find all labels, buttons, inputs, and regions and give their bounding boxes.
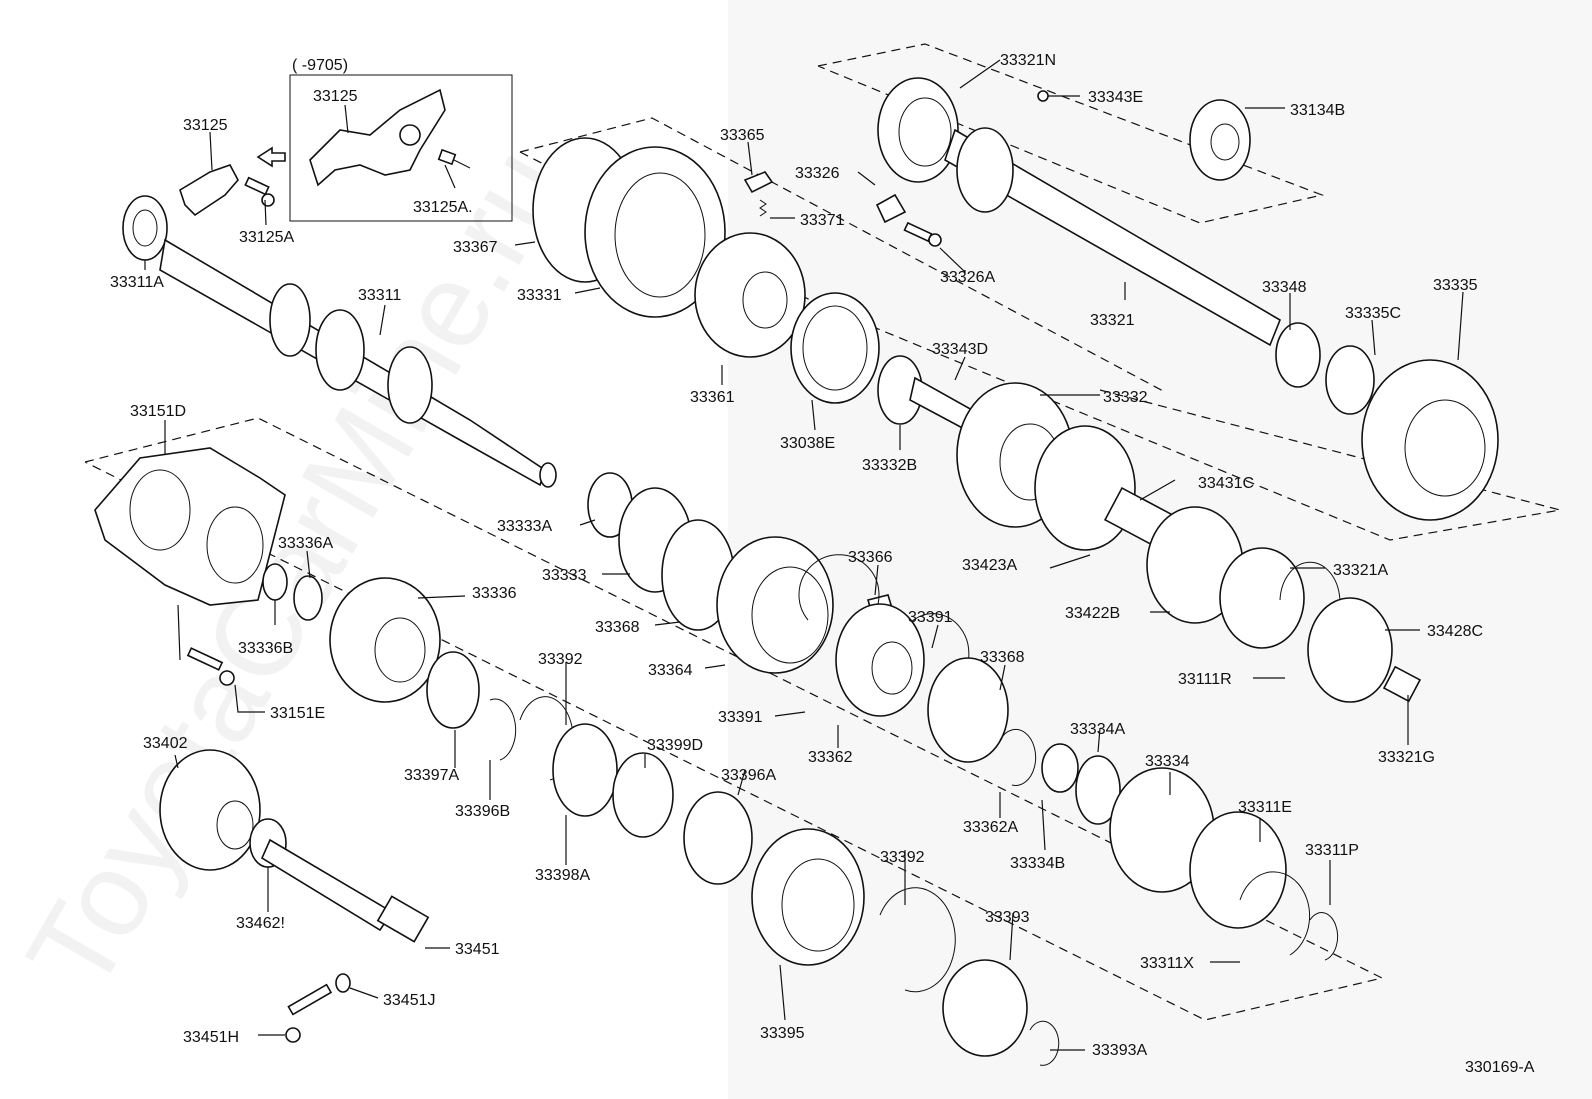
- callout-33423a: 33423A: [962, 557, 1017, 574]
- callout-33333: 33333: [542, 567, 587, 584]
- callout-33451: 33451: [455, 941, 500, 958]
- callout-33326: 33326: [795, 165, 840, 182]
- callout-33321a: 33321A: [1333, 562, 1388, 579]
- callout-33321g: 33321G: [1378, 749, 1435, 766]
- callout-33334b: 33334B: [1010, 855, 1065, 872]
- callout-33111r: 33111R: [1178, 671, 1232, 688]
- callout-33366: 33366: [848, 549, 893, 566]
- callout-33431c: 33431C: [1198, 475, 1254, 492]
- arrow-icon: [256, 146, 286, 168]
- callout-33393: 33393: [985, 909, 1030, 926]
- callout-33333a: 33333A: [497, 518, 552, 535]
- callout-33343e: 33343E: [1088, 89, 1143, 106]
- callout-33336: 33336: [472, 585, 517, 602]
- callout-33451h: 33451H: [183, 1029, 239, 1046]
- callout-33335: 33335: [1433, 277, 1478, 294]
- callout-33362: 33362: [808, 749, 853, 766]
- callout-33331: 33331: [517, 287, 562, 304]
- callout-33311: 33311: [358, 287, 401, 304]
- callout-33311p: 33311P: [1305, 842, 1359, 859]
- callout-33134b: 33134B: [1290, 102, 1345, 119]
- inset-date-label: ( -9705): [292, 57, 348, 74]
- callout-33393a: 33393A: [1092, 1042, 1147, 1059]
- callout-33125-inset: 33125: [313, 88, 358, 105]
- callout-33311e: 33311E: [1238, 799, 1292, 816]
- diagram-code: 330169-A: [1465, 1059, 1535, 1076]
- callout-33391b: 33391: [718, 709, 763, 726]
- callout-33321n: 33321N: [1000, 52, 1056, 69]
- callout-33151e: 33151E: [270, 705, 325, 722]
- callout-33398a: 33398A: [535, 867, 590, 884]
- callout-33428c: 33428C: [1427, 623, 1483, 640]
- callout-33368b: 33368: [980, 649, 1025, 666]
- callout-33392b: 33392: [880, 849, 925, 866]
- callout-33371: 33371: [800, 212, 845, 229]
- callout-33125: 33125: [183, 117, 228, 134]
- callout-33125a-inset: 33125A.: [413, 199, 473, 216]
- callout-33397a: 33397A: [404, 767, 459, 784]
- callout-33038e: 33038E: [780, 435, 835, 452]
- callout-33402: 33402: [143, 735, 188, 752]
- callout-33326a: 33326A: [940, 269, 995, 286]
- callout-33392a: 33392: [538, 651, 583, 668]
- callout-33367: 33367: [453, 239, 498, 256]
- callout-33321: 33321: [1090, 312, 1135, 329]
- callout-labels: 33125 33125A 33125 33125A. 33311A 33311 …: [110, 52, 1483, 1059]
- parts: [94, 77, 1499, 1066]
- callout-33462: 33462!: [236, 915, 285, 932]
- callout-33361: 33361: [690, 389, 735, 406]
- leader-lines: [144, 59, 1464, 1051]
- callout-33399d: 33399D: [647, 737, 703, 754]
- callout-33362a: 33362A: [963, 819, 1018, 836]
- callout-33451j: 33451J: [383, 992, 436, 1009]
- callout-33348: 33348: [1262, 279, 1307, 296]
- callout-33332: 33332: [1103, 389, 1148, 406]
- callout-33336b: 33336B: [238, 640, 293, 657]
- callout-33335c: 33335C: [1345, 305, 1401, 322]
- callout-33311x: 33311X: [1140, 955, 1194, 972]
- callout-33125a: 33125A: [239, 229, 294, 246]
- callout-33396a: 33396A: [721, 767, 776, 784]
- callout-33368a: 33368: [595, 619, 640, 636]
- callout-33396b: 33396B: [455, 803, 510, 820]
- callout-33334: 33334: [1145, 753, 1190, 770]
- callout-33336a: 33336A: [278, 535, 333, 552]
- callout-33365: 33365: [720, 127, 765, 144]
- callout-33151d: 33151D: [130, 403, 186, 420]
- callout-33334a: 33334A: [1070, 721, 1125, 738]
- callout-33422b: 33422B: [1065, 605, 1120, 622]
- callout-33364: 33364: [648, 662, 693, 679]
- callout-33395: 33395: [760, 1025, 805, 1042]
- callout-33311a: 33311A: [110, 274, 164, 291]
- inset-box: ( -9705): [289, 57, 513, 222]
- callout-33343d: 33343D: [932, 341, 988, 358]
- callout-33391a: 33391: [908, 609, 953, 626]
- callout-33332b: 33332B: [862, 457, 917, 474]
